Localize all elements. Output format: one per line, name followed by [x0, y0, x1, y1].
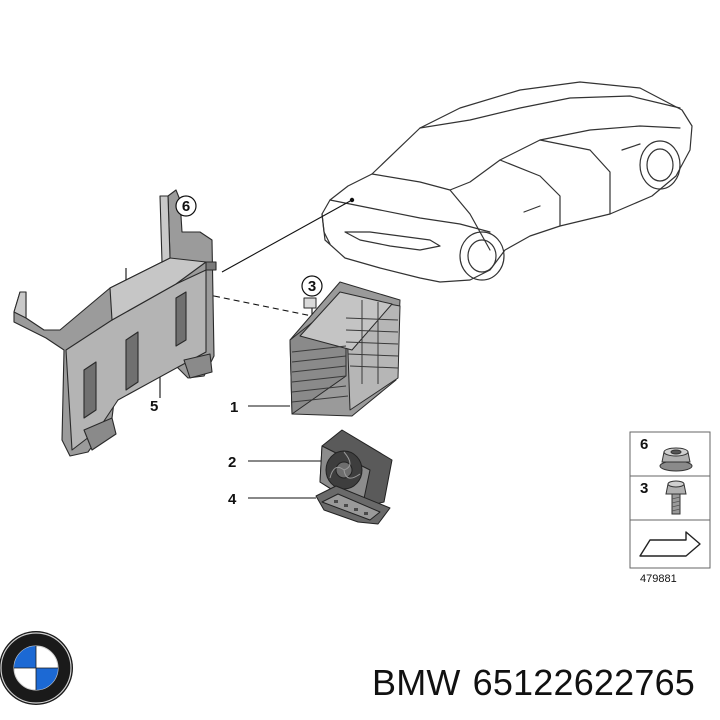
diagram-reference-number: 479881: [640, 573, 677, 585]
legend-label-6: 6: [640, 436, 648, 453]
callout-3: 3: [301, 275, 323, 297]
nut-icon: [659, 447, 693, 472]
bmw-logo-icon: [0, 631, 73, 705]
bolt-icon: [665, 480, 687, 515]
callout-1: 1: [230, 399, 238, 416]
bracket-part: [13, 189, 217, 457]
svg-text:3: 3: [308, 278, 316, 295]
callout-4: 4: [228, 491, 237, 508]
amplifier-part: [289, 281, 401, 417]
brand-name: BMW: [372, 662, 461, 703]
legend-label-3: 3: [640, 480, 648, 497]
arrow-icon: [639, 531, 701, 557]
callout-2: 2: [228, 454, 236, 471]
car-outline: [321, 81, 693, 283]
callout-6: 6: [175, 195, 197, 217]
part-number: 65122622765: [472, 662, 696, 703]
seal-part: [315, 485, 391, 525]
svg-text:6: 6: [182, 198, 190, 215]
callout-5: 5: [150, 398, 158, 415]
part-caption: BMW 65122622765: [372, 662, 707, 704]
